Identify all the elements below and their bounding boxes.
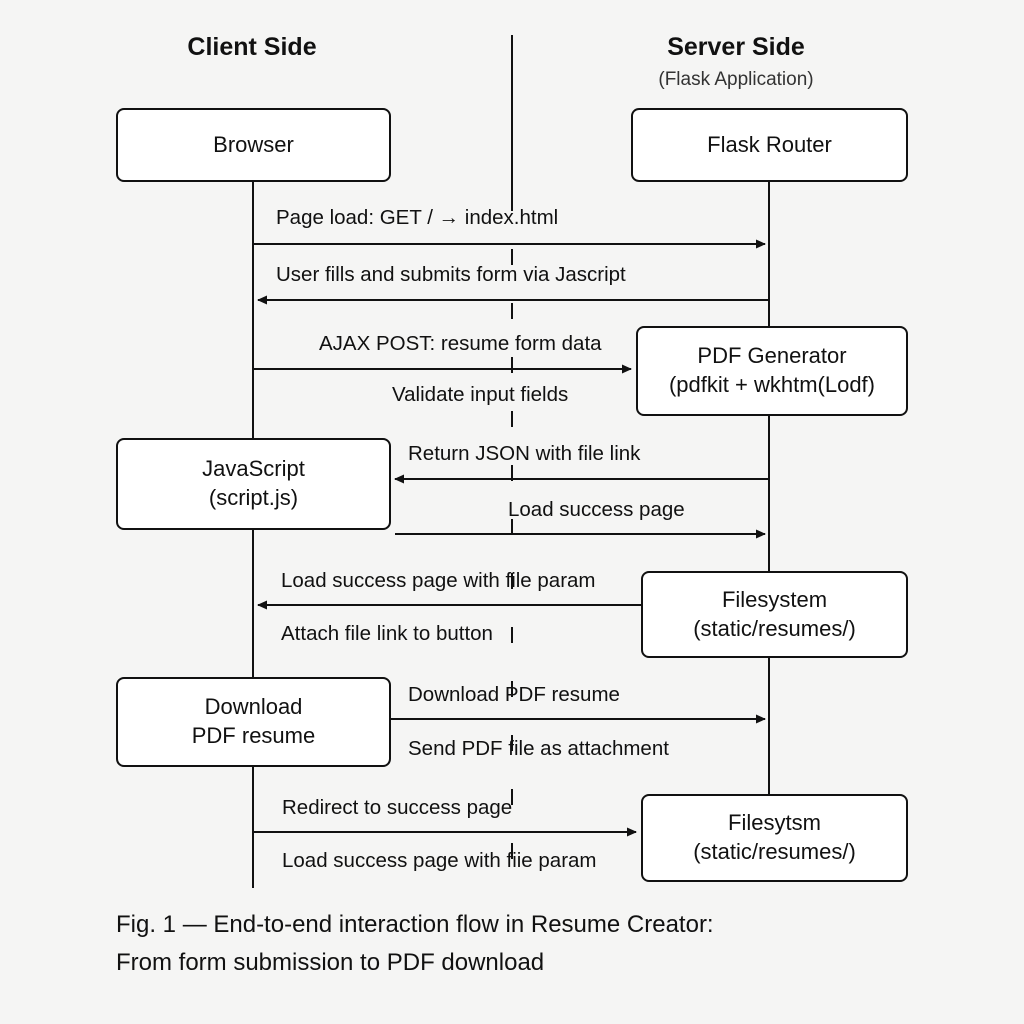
server-side-heading: Server Side	[667, 33, 805, 61]
flask-router-box: Flask Router	[631, 108, 908, 182]
download-pdf-subtitle: PDF resume	[191, 723, 316, 748]
flask-router-label: Flask Router	[707, 131, 832, 157]
figure-caption: Fig. 1 — End-to-end interaction flow in …	[116, 906, 714, 982]
filesystem-box-2: Filesytsm (static/resumes/)	[641, 794, 908, 882]
msg-load-success-param: Load success page with file param	[281, 569, 596, 592]
msg-validate: Validate input fields	[392, 383, 569, 406]
download-pdf-box: Download PDF resume	[116, 677, 391, 767]
msg-load-success-fiie: Load success page with fiie param	[282, 849, 597, 872]
msg-download-pdf: Download PDF resume	[408, 683, 620, 706]
filesystem-1-title: Filesystem	[721, 586, 828, 612]
msg-page-load: Page load: GET / → index.html	[276, 206, 559, 229]
msg-send-pdf: Send PDF file as attachment	[408, 737, 669, 760]
msg-redirect: Redirect to success page	[282, 796, 513, 819]
msg-user-fills: User fills and submits form via Jascript	[276, 263, 626, 286]
pdf-generator-subtitle: (pdfkit + wkhtm(Lodf)	[668, 372, 875, 397]
pdf-generator-title: PDF Generator	[697, 343, 847, 369]
javascript-subtitle: (script.js)	[208, 485, 299, 510]
browser-box: Browser	[116, 108, 391, 182]
server-side-subheading: (Flask Application)	[658, 69, 814, 90]
msg-load-success: Load success page	[508, 498, 685, 521]
filesystem-2-title: Filesytsm	[728, 810, 821, 836]
javascript-box: JavaScript (script.js)	[116, 438, 391, 530]
msg-ajax-post: AJAX POST: resume form data	[319, 332, 602, 355]
browser-label: Browser	[213, 131, 294, 157]
client-side-heading: Client Side	[187, 33, 317, 61]
msg-return-json: Return JSON with file link	[408, 442, 641, 465]
download-pdf-title: Download	[204, 694, 303, 720]
filesystem-1-subtitle: (static/resumes/)	[693, 615, 856, 641]
pdf-generator-box: PDF Generator (pdfkit + wkhtm(Lodf)	[636, 326, 908, 416]
caption-line-1: Fig. 1 — End-to-end interaction flow in …	[116, 911, 714, 938]
javascript-title: JavaScript	[202, 456, 305, 482]
filesystem-box-1: Filesystem (static/resumes/)	[641, 571, 908, 658]
msg-attach-link: Attach file link to button	[281, 622, 493, 645]
filesystem-2-subtitle: (static/resumes/)	[693, 839, 856, 864]
caption-line-2: From form submission to PDF download	[116, 949, 545, 976]
